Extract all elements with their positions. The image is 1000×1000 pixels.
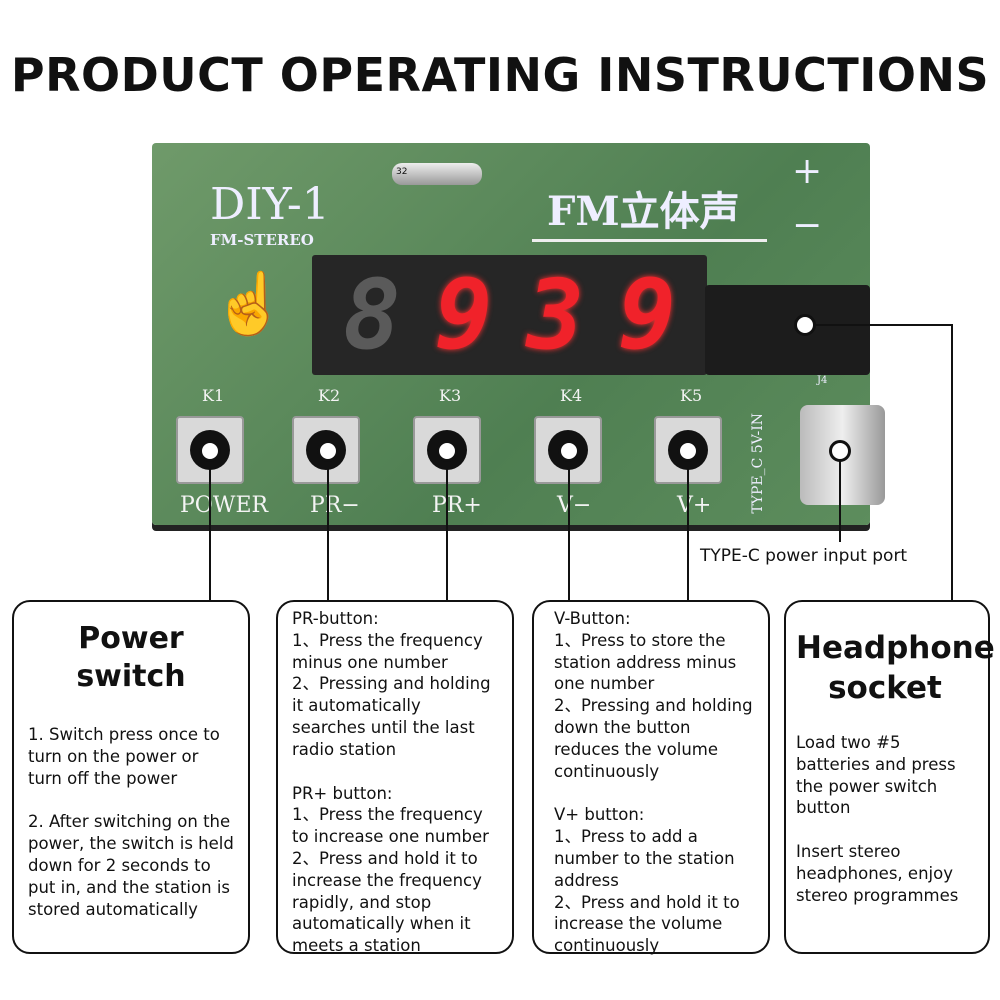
page-title: PRODUCT OPERATING INSTRUCTIONS (10, 48, 990, 102)
model-label: DIY-1 (210, 179, 330, 230)
plus-terminal: + (792, 151, 823, 192)
box-text: 1、Press to add a number to the station a… (554, 827, 735, 890)
jack-label: J4 (817, 375, 828, 386)
key-label: K3 (439, 386, 462, 405)
crystal: 32 (392, 163, 482, 185)
pr-button-box: PR-button: 1、Press the frequency minus o… (276, 600, 514, 956)
callout-dot (199, 440, 221, 462)
box-title: Power switch (76, 621, 186, 694)
key-label: K2 (318, 386, 341, 405)
display-digit: 9 (434, 259, 493, 371)
box-title: Headphone socket (796, 630, 995, 706)
callout-dot (677, 440, 699, 462)
callout-line (839, 452, 841, 542)
display-digit: 3 (526, 259, 585, 371)
callout-line (209, 452, 211, 600)
box-heading: PR-button: (292, 609, 379, 628)
fm-radio-board: DIY-1 FM-STEREO FM立体声 32 ☝ + − 8 9 3 9 J… (152, 143, 885, 525)
box-text: Load two #5 batteries and press the powe… (796, 733, 956, 818)
box-heading: V-Button: (554, 609, 631, 628)
typec-label: TYPE_C 5V-IN (750, 413, 766, 514)
box-text: 2、Press and hold it to increase the volu… (554, 892, 740, 956)
key-label: K5 (680, 386, 703, 405)
silk-underline (532, 239, 767, 242)
callout-line (446, 452, 448, 600)
box-heading: PR+ button: (292, 783, 393, 803)
key-label: K4 (560, 386, 583, 405)
box-text: 2、Pressing and holding it automatically … (292, 674, 491, 759)
display-digit: 8 (342, 259, 401, 371)
box-text: 2、Press and hold it to increase the freq… (292, 848, 482, 956)
box-text: 2. After switching on the power, the swi… (28, 812, 234, 919)
button-label: PR+ (432, 493, 482, 518)
callout-dot (436, 440, 458, 462)
callout-line (805, 324, 953, 326)
button-label: POWER (180, 493, 269, 518)
headphone-jack (705, 285, 870, 375)
button-label: V+ (677, 493, 712, 518)
box-heading: V+ button: (554, 805, 645, 825)
callout-dot (794, 314, 816, 336)
led-display: 8 9 3 9 (312, 255, 707, 375)
touch-hand-icon: ☝ (212, 269, 287, 339)
power-switch-box: Power switch 1. Switch press once to tur… (12, 600, 250, 954)
typec-callout: TYPE-C power input port (700, 546, 908, 566)
key-label: K1 (202, 386, 225, 405)
button-label: PR− (310, 493, 360, 518)
callout-dot (558, 440, 580, 462)
box-text: 1、Press to store the station address min… (554, 630, 737, 694)
chinese-label: FM立体声 (547, 188, 740, 235)
box-text: 1、Press the frequency minus one number (292, 630, 483, 672)
display-digit: 9 (618, 259, 677, 371)
callout-line (687, 452, 689, 600)
headphone-socket-box: Headphone socket Load two #5 batteries a… (784, 600, 995, 954)
box-text: Insert stereo headphones, enjoy stereo p… (796, 842, 959, 905)
callout-dot (317, 440, 339, 462)
callout-line (327, 452, 329, 600)
button-label: V− (557, 493, 592, 518)
minus-terminal: − (792, 205, 823, 246)
box-text: 1、Press the frequency to increase one nu… (292, 805, 489, 847)
callout-line (568, 452, 570, 600)
callout-dot (829, 440, 851, 462)
box-text: 2、Pressing and holding down the button r… (554, 696, 753, 781)
callout-line (951, 324, 953, 600)
subtitle-label: FM-STEREO (210, 231, 314, 249)
box-text: 1. Switch press once to turn on the powe… (28, 725, 220, 788)
v-button-box: V-Button: 1、Press to store the station a… (532, 600, 770, 956)
